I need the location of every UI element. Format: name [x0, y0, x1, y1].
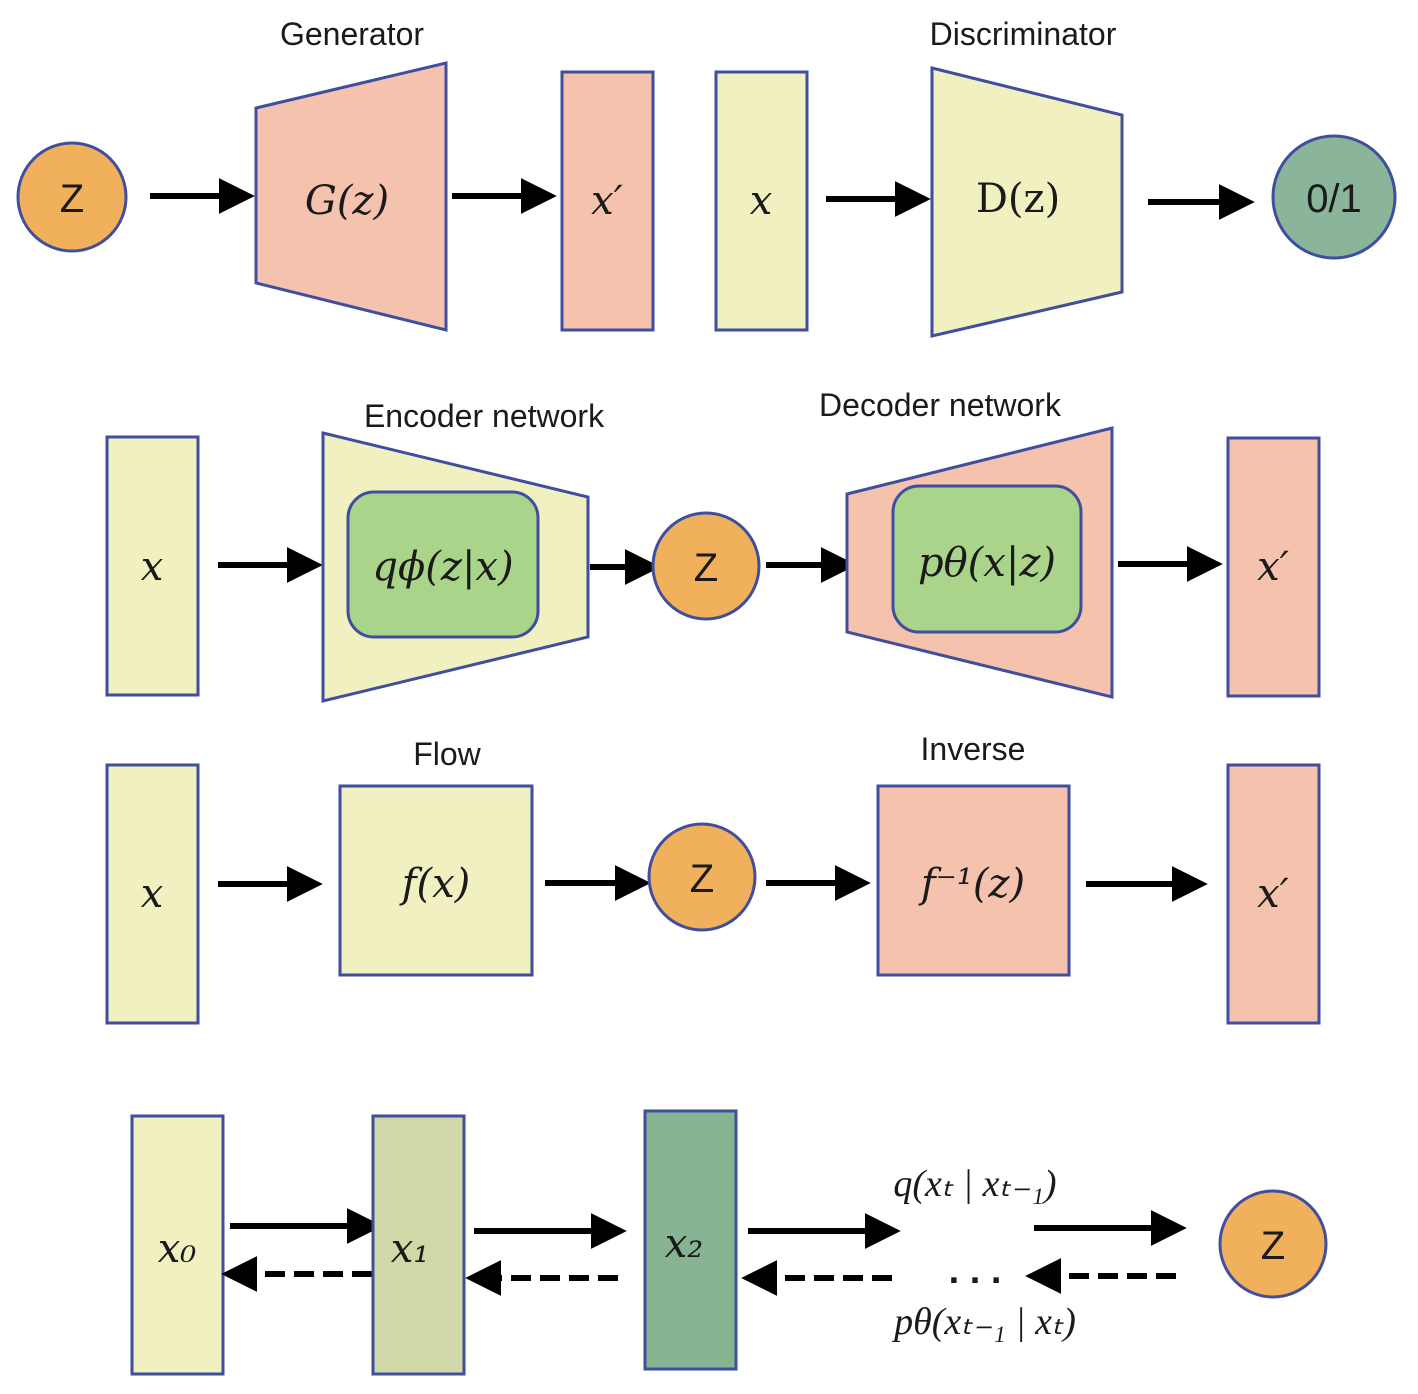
generator-trapezoid [254, 61, 448, 332]
diffusion-x0-block [130, 1114, 225, 1376]
forward-process-label: q(xₜ | xₜ₋₁) [893, 1163, 1056, 1205]
vae-output-block [1226, 436, 1321, 698]
diffusion-latent-z-label: Z [1261, 1224, 1285, 1268]
generator-title: Generator [280, 16, 424, 52]
flow-output-block [1226, 763, 1321, 1025]
decoder-title: Decoder network [819, 387, 1062, 423]
real-fake-output-label: 0/1 [1306, 177, 1362, 221]
diffusion-x1-label: x₁ [391, 1226, 430, 1272]
fake-sample-block [560, 70, 655, 332]
encoder-inner-box [346, 490, 540, 639]
vae-input-block [105, 435, 200, 697]
flow-output-label: x′ [1257, 871, 1289, 917]
flow-title: Flow [413, 736, 481, 772]
diffusion-x2-block [643, 1109, 738, 1371]
flow-function: f(x) [399, 861, 471, 907]
vae-latent-z-circle [651, 511, 761, 621]
real-sample-block [714, 70, 809, 332]
vae-output-label: x′ [1257, 544, 1289, 590]
discriminator-title: Discriminator [930, 16, 1117, 52]
gan-latent-z-label: Z [60, 177, 84, 221]
reverse-process-label: pθ(xₜ₋₁ | xₜ) [891, 1301, 1076, 1343]
flow-input-block [105, 763, 200, 1025]
inverse-title: Inverse [921, 731, 1026, 767]
fake-sample-label: x′ [591, 178, 623, 224]
real-fake-output-circle [1271, 134, 1397, 260]
gan-latent-z-circle [16, 141, 128, 253]
vae-input-label: x [141, 544, 164, 590]
flow-latent-z-label: Z [690, 857, 714, 901]
discriminator-trapezoid [930, 66, 1124, 338]
real-sample-label: x [750, 178, 773, 224]
encoder-title: Encoder network [364, 398, 605, 434]
gan-row: Generator Discriminator Z G(z) x′ x D(z)… [16, 16, 1397, 338]
flow-function-block [338, 784, 534, 977]
diffusion-x2-label: x₂ [665, 1221, 704, 1267]
decoder-inner-box [891, 484, 1083, 634]
discriminator-function: D(z) [976, 176, 1060, 222]
inverse-function-block [876, 784, 1071, 977]
flow-row: Flow Inverse x f(x) Z f⁻¹(z) x′ [105, 731, 1321, 1025]
vae-row: Encoder network Decoder network x qϕ(z|x… [105, 387, 1321, 703]
vae-latent-z-label: Z [694, 546, 718, 590]
flow-latent-z-circle [647, 822, 757, 932]
flow-input-label: x [141, 871, 164, 917]
generator-function: G(z) [305, 178, 389, 224]
diffusion-x1-block [371, 1114, 466, 1376]
diffusion-row: x₀ x₁ x₂ q(xₜ | xₜ₋₁) . . . pθ(xₜ₋₁ | xₜ… [130, 1109, 1328, 1376]
diffusion-latent-z-circle [1218, 1189, 1328, 1299]
ellipsis: . . . [949, 1250, 1002, 1292]
diffusion-x0-label: x₀ [158, 1226, 197, 1272]
encoder-function: qϕ(z|x) [372, 544, 513, 590]
decoder-function: pθ(x|z) [918, 540, 1056, 586]
inverse-function: f⁻¹(z) [918, 861, 1025, 907]
